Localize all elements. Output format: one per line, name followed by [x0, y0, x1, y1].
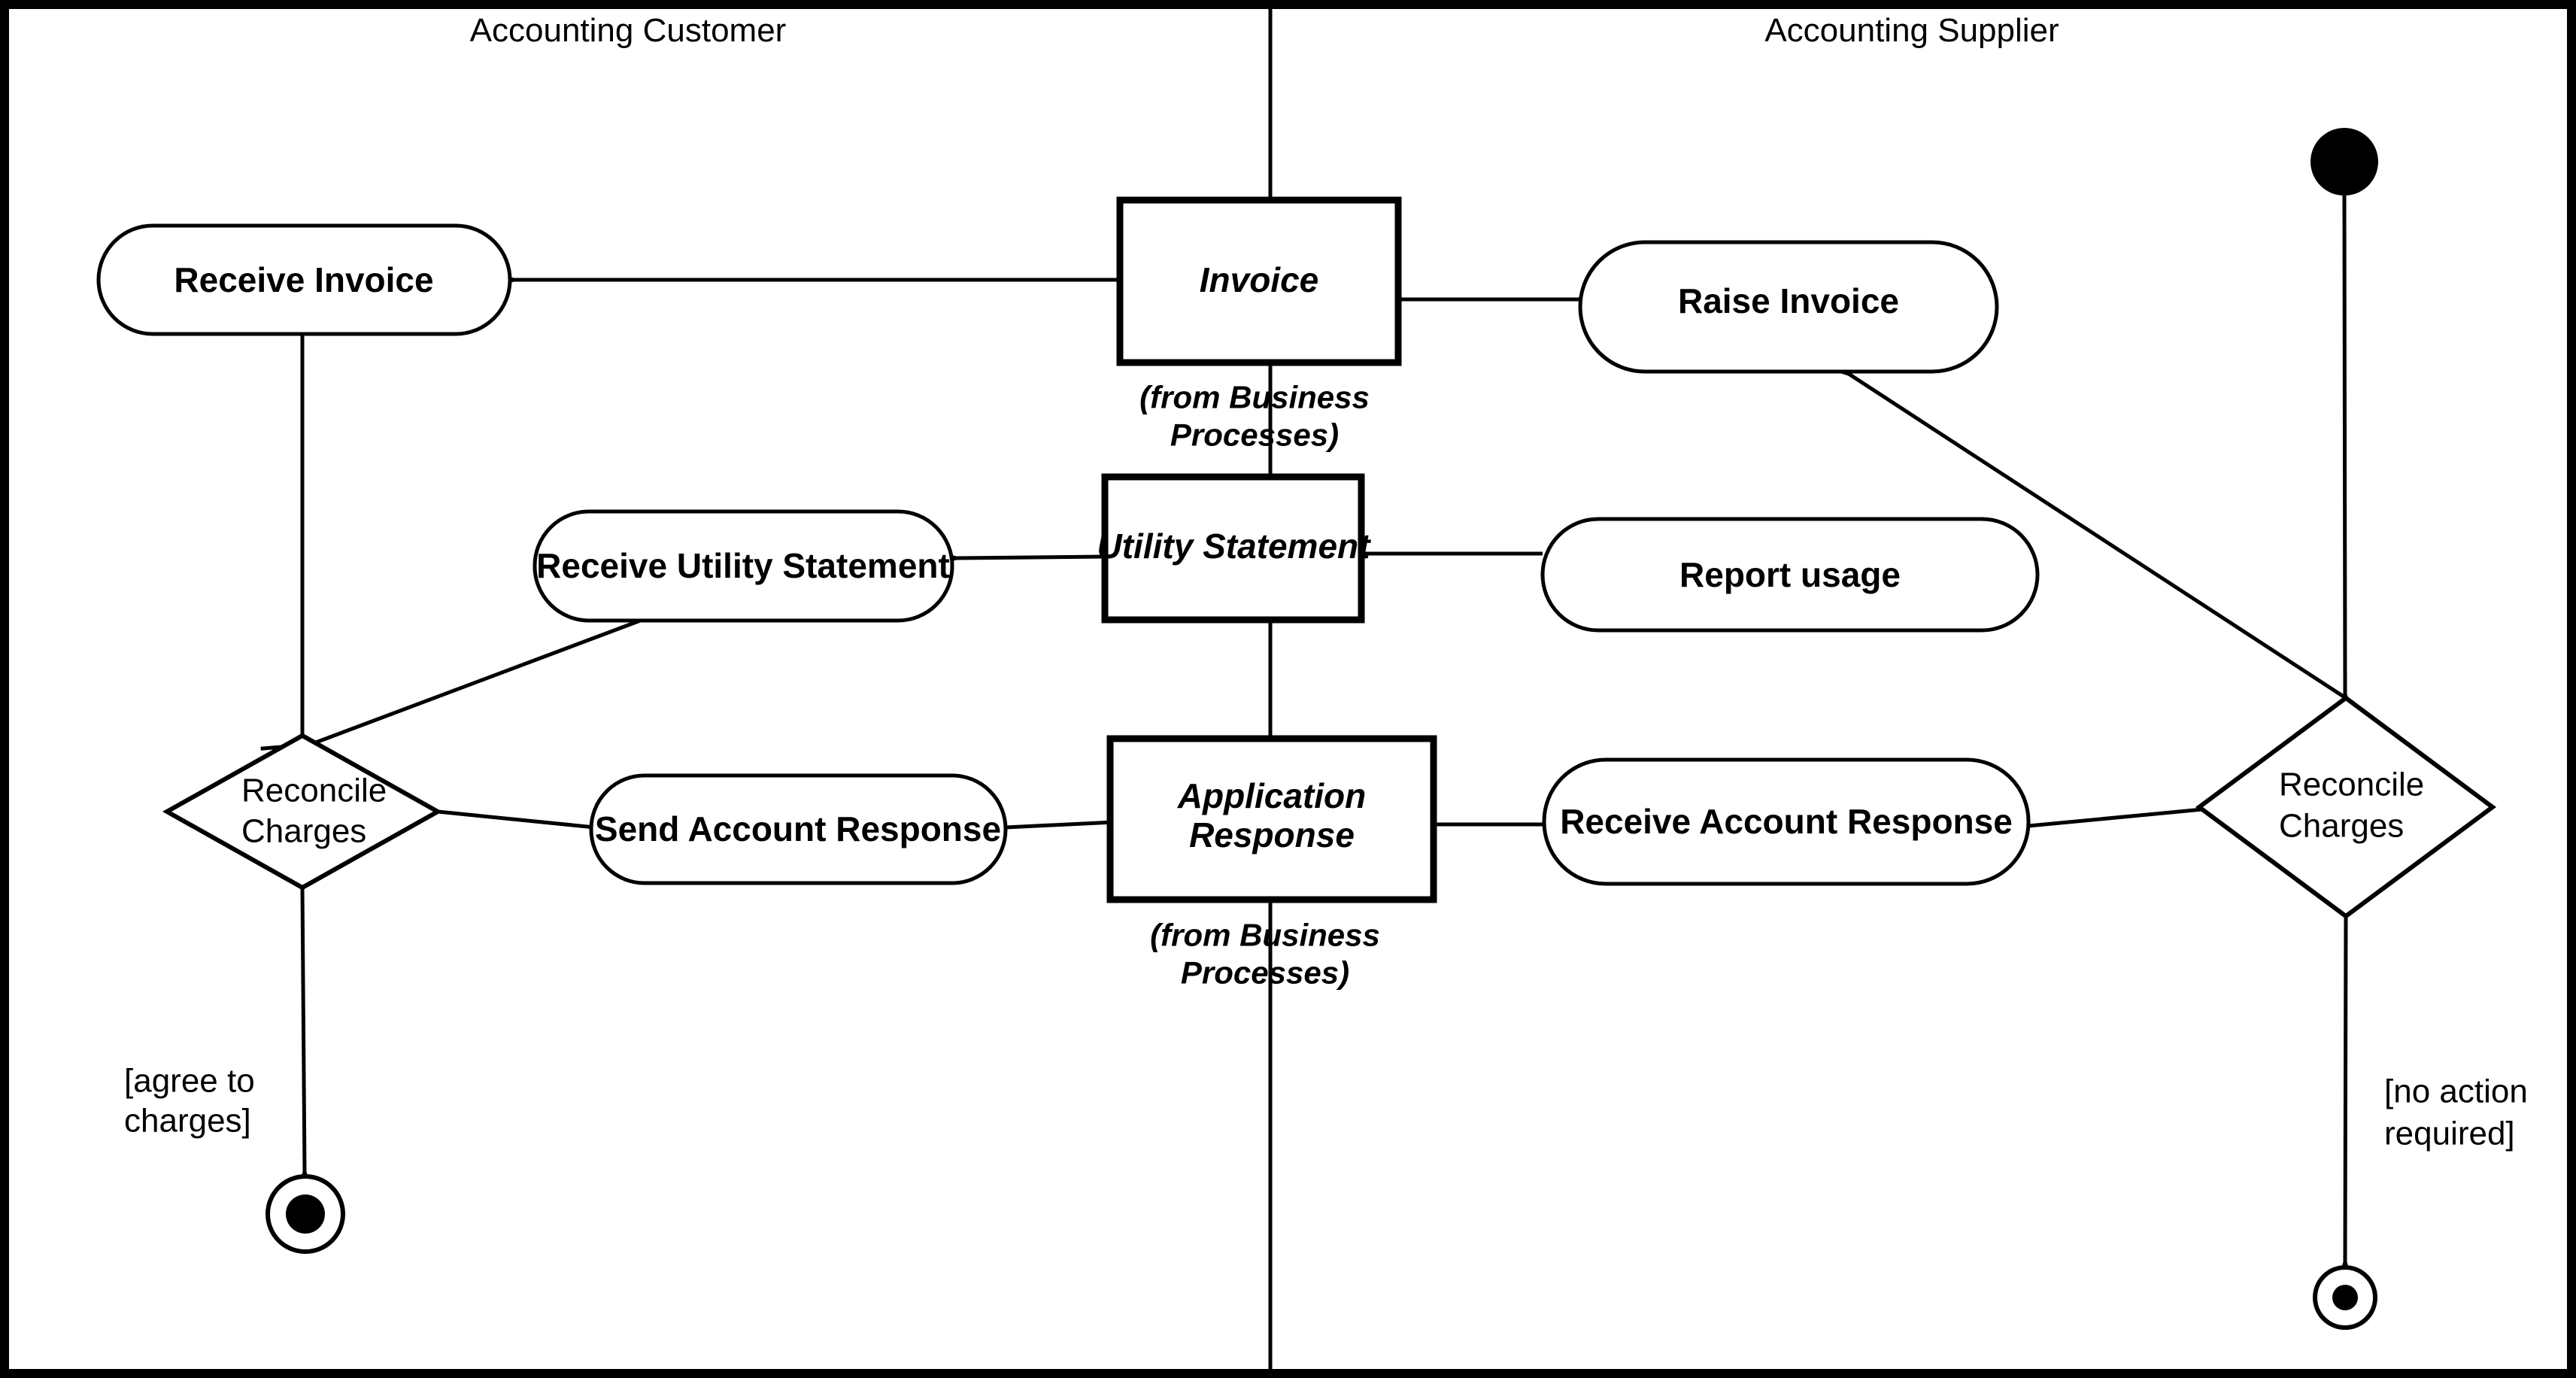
action-receive-invoice-shape	[96, 223, 512, 336]
action-report-usage: Report usage	[1540, 517, 2040, 633]
guard-no-action-line1: [no action	[2384, 1073, 2528, 1110]
final-node-customer-inner	[286, 1194, 325, 1234]
decision-reconcile-customer-label-line2: Charges	[241, 813, 366, 850]
object-application-response-origin-line1: (from Business	[1150, 918, 1380, 953]
object-utility-statement: Utility Statement	[1097, 473, 1372, 624]
action-receive-account-response: Receive Account Response	[1542, 757, 2031, 886]
object-application-response-shape	[1106, 735, 1437, 903]
object-application-response-origin-line2: Processes)	[1181, 955, 1349, 991]
edge-receive-response-to-reconcile	[2028, 809, 2203, 828]
action-report-usage-shape	[1540, 517, 2040, 633]
initial-node	[2311, 128, 2378, 196]
action-send-account-response: Send Account Response	[589, 773, 1008, 885]
edge-reconcile-to-send-account-response	[437, 809, 595, 827]
guard-agree-line1: [agree to	[124, 1063, 255, 1100]
guard-no-action-line2: required]	[2384, 1115, 2515, 1152]
edge-receive-utility-to-reconcile	[310, 613, 655, 745]
edge-send-response-to-application-response	[1005, 822, 1114, 827]
object-application-response: Application Response (from Business Proc…	[1106, 735, 1437, 991]
action-receive-utility-statement-shape	[532, 509, 954, 623]
decision-reconcile-supplier-label-line2: Charges	[2279, 808, 2404, 845]
object-invoice-origin-line1: (from Business	[1139, 380, 1370, 415]
decision-reconcile-supplier-shape	[2195, 695, 2497, 919]
final-node-supplier	[2313, 1265, 2377, 1330]
action-raise-invoice: Raise Invoice	[1578, 240, 1999, 374]
action-receive-invoice: Receive Invoice	[96, 223, 512, 336]
lane-title-supplier: Accounting Supplier	[1764, 12, 2059, 49]
object-utility-statement-label: Utility Statement	[1097, 527, 1372, 566]
decision-reconcile-charges-customer: Reconcile Charges	[162, 733, 443, 891]
action-raise-invoice-label: Raise Invoice	[1678, 281, 1899, 320]
object-application-response-label-line1: Application	[1177, 776, 1366, 815]
final-node-customer	[265, 1174, 345, 1254]
object-invoice: Invoice (from Business Processes)	[1116, 196, 1402, 453]
action-send-account-response-label: Send Account Response	[595, 809, 1001, 848]
action-send-account-response-shape	[589, 773, 1008, 885]
lane-title-customer: Accounting Customer	[470, 12, 787, 49]
object-invoice-shape	[1116, 196, 1402, 366]
guard-agree-line2: charges]	[124, 1103, 251, 1140]
edge-reconcile-to-final-supplier	[2345, 915, 2346, 1262]
object-invoice-label: Invoice	[1200, 260, 1319, 299]
decision-reconcile-supplier-label-line1: Reconcile	[2279, 766, 2424, 803]
decision-reconcile-charges-supplier: Reconcile Charges	[2195, 695, 2497, 919]
object-application-response-label-line2: Response	[1189, 815, 1355, 854]
edge-utility-statement-to-receive-utility	[956, 557, 1106, 558]
action-receive-account-response-shape	[1542, 757, 2031, 886]
edge-reconcile-to-final-customer	[302, 887, 305, 1172]
action-receive-invoice-label: Receive Invoice	[174, 260, 433, 299]
action-receive-utility-statement: Receive Utility Statement	[532, 509, 954, 623]
decision-reconcile-customer-shape	[162, 733, 443, 891]
edge-reconcile-to-raise-invoice	[1849, 374, 2347, 700]
edge-initial-to-reconcile	[2344, 195, 2345, 694]
final-node-supplier-inner	[2332, 1285, 2358, 1310]
guard-agree-to-charges: [agree to charges]	[124, 1063, 255, 1140]
action-receive-utility-statement-label: Receive Utility Statement	[536, 546, 950, 585]
action-raise-invoice-shape	[1578, 240, 1999, 374]
action-receive-account-response-label: Receive Account Response	[1560, 802, 2013, 841]
decision-reconcile-customer-label-line1: Reconcile	[241, 772, 387, 809]
object-invoice-origin-line2: Processes)	[1170, 417, 1339, 453]
action-report-usage-label: Report usage	[1679, 555, 1901, 594]
guard-no-action-required: [no action required]	[2384, 1073, 2528, 1152]
object-utility-statement-shape	[1101, 473, 1365, 624]
